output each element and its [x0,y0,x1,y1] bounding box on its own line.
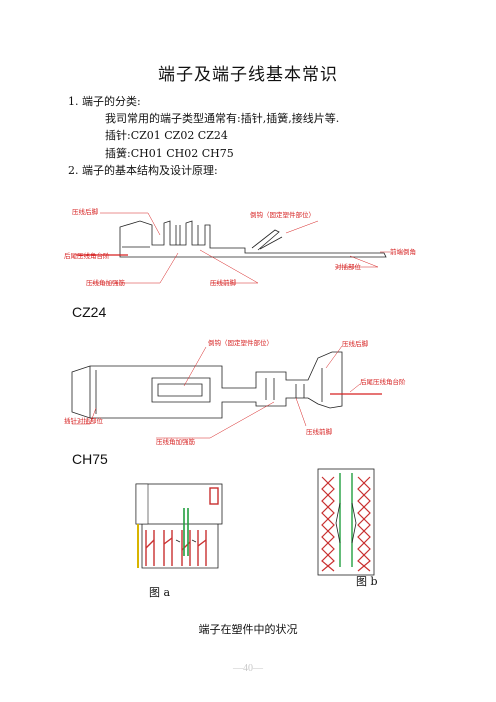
label-cz24-rear-bellmouth: 后尾压线角台阶 [360,377,406,386]
terminal-structure-diagram: 压线后脚 倒钩（固定塑件部位） 后尾压线角台阶 前端倒角 对插部位 压线角加强筋… [64,207,416,287]
page-title: 端子及端子线基本常识 [158,65,338,85]
label-cz24-front-crimp: 压线前脚 [306,427,333,436]
label-cz24-crimp-rib: 压线角加强筋 [156,437,196,446]
figure-a-drawing [135,483,223,569]
figure-caption: 端子在塑件中的状况 [198,623,298,636]
section-1-intro: 我司常用的端子类型通常有:插针,插簧,接线片等. [105,112,340,125]
cz24-diagram: 倒钩（固定塑件部位） 压线后脚 后尾压线角台阶 插针对插部位 压线前脚 压线角加… [64,338,406,446]
label-front-crimp: 压线前脚 [210,278,237,287]
label-cz24-barb: 倒钩（固定塑件部位） [208,338,273,347]
page-number: —40— [233,663,263,674]
label-lead-in: 前端倒角 [390,247,416,256]
section-1-heading: 1. 端子的分类: [68,95,141,108]
section-1-sockets: 插簧:CH01 CH02 CH75 [105,147,234,160]
label-barb: 倒钩（固定塑件部位） [250,210,315,219]
section-2-heading: 2. 端子的基本结构及设计原理: [68,164,218,177]
label-cz24-mating-area: 插针对插部位 [64,416,104,425]
label-cz24-rear-crimp: 压线后脚 [342,339,369,348]
ch75-label: CH75 [72,451,108,467]
label-crimp-rib: 压线角加强筋 [86,278,126,287]
label-rear-bellmouth: 后尾压线角台阶 [64,251,110,260]
section-1-pins: 插针:CZ01 CZ02 CZ24 [105,129,228,142]
figure-a-caption: 图 a [149,586,171,599]
label-mating-area: 对插部位 [335,262,362,271]
figure-b-caption: 图 b [356,575,378,588]
label-rear-crimp: 压线后脚 [72,207,99,216]
cz24-label: CZ24 [72,304,107,320]
figure-b-drawing [317,468,375,576]
